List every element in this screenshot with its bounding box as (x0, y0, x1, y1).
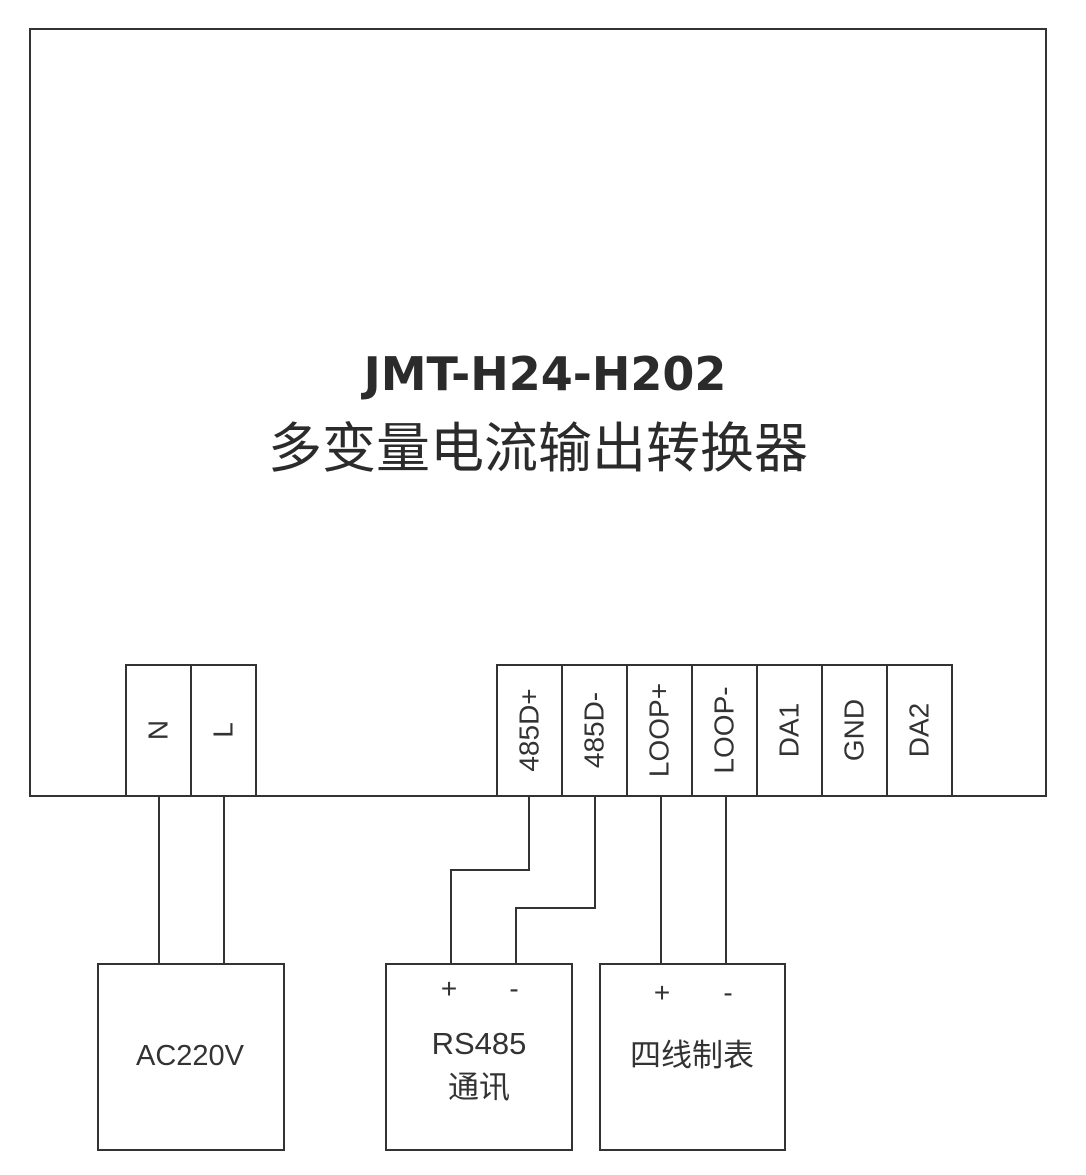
terminal-gnd-label: GND (839, 699, 870, 761)
rs485-minus-sign: - (509, 973, 518, 1004)
wires (158, 796, 727, 964)
device-name: 多变量电流输出转换器 (268, 417, 808, 480)
meter-box: + - 四线制表 (599, 963, 786, 1151)
meter-minus-sign: - (723, 977, 732, 1008)
wire-485d-plus (450, 796, 530, 964)
meter-frame (599, 963, 786, 1151)
terminal-n-label: N (143, 720, 174, 740)
power-supply-frame (97, 963, 285, 1151)
terminal-485d-plus-label: 485D+ (514, 688, 545, 771)
terminal-loop-minus (691, 664, 758, 797)
rs485-plus-sign: + (441, 973, 457, 1004)
terminal-da1 (756, 664, 823, 797)
terminal-loop-minus-label: LOOP- (709, 686, 740, 773)
terminal-da2 (886, 664, 953, 797)
power-supply-box: AC220V (97, 963, 285, 1151)
signal-terminal-block: 485D+ 485D- LOOP+ LOOP- DA1 GND DA2 (496, 664, 953, 797)
rs485-frame (385, 963, 573, 1151)
wire-485d-minus (515, 796, 596, 964)
meter-plus-sign: + (654, 977, 670, 1008)
terminal-da1-label: DA1 (774, 703, 805, 757)
terminal-l-label: L (208, 722, 239, 738)
rs485-label: RS485 (432, 1026, 527, 1061)
terminal-485d-minus-label: 485D- (579, 692, 610, 768)
power-supply-label: AC220V (136, 1040, 245, 1072)
terminal-loop-plus-label: LOOP+ (644, 683, 675, 777)
terminal-loop-plus (626, 664, 693, 797)
terminal-gnd (821, 664, 888, 797)
meter-label: 四线制表 (630, 1038, 754, 1073)
device-model: JMT-H24-H202 (361, 347, 727, 401)
rs485-box: + - RS485 通讯 (385, 963, 573, 1151)
terminal-da2-label: DA2 (904, 703, 935, 757)
rs485-comm-label: 通讯 (448, 1070, 510, 1105)
terminal-n (125, 664, 192, 797)
power-terminal-block: N L (125, 664, 257, 797)
